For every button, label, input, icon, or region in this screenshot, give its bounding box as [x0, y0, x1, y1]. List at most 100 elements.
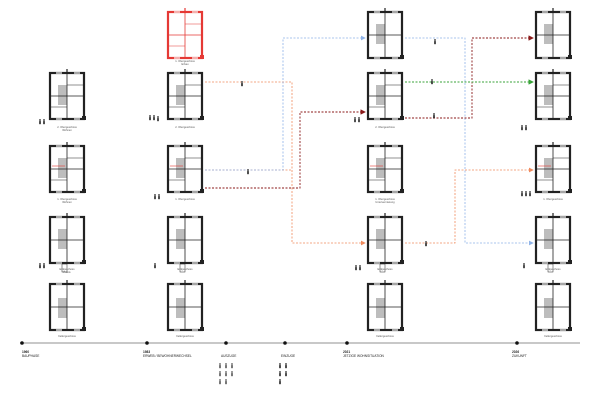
chimney [66, 69, 68, 73]
chimney [66, 280, 68, 284]
stair-core [176, 229, 185, 249]
timeline-label-1: ERWEB / BEWOHNERWECHSEL [143, 354, 192, 358]
chimney [184, 8, 186, 12]
person-icon [285, 363, 287, 369]
people-icons-group [39, 35, 531, 271]
person-icon [359, 265, 361, 271]
plan-r1c3 [366, 8, 404, 60]
person-icon [241, 81, 243, 87]
plan-r3c2 [166, 142, 204, 194]
person-icon [153, 115, 155, 121]
caption-r5c2: Kellergeschoss [176, 334, 194, 338]
chimney [552, 280, 554, 284]
caption-r2c3: 2. Obergeschoss [375, 125, 395, 129]
person-icon [154, 263, 156, 269]
corner-block [200, 116, 204, 120]
plan-r2c2 [166, 69, 204, 121]
entrance-steps [179, 263, 186, 273]
corner-block [568, 189, 572, 193]
floor-plans-group [48, 8, 572, 332]
person-icon [154, 194, 156, 200]
stair-core [376, 24, 385, 44]
person-icon [285, 371, 287, 377]
stair-core [58, 298, 67, 318]
chimney [552, 69, 554, 73]
timeline-tick-3: EINZUGE [281, 341, 295, 358]
person-icon [529, 191, 531, 197]
plan-r2c1 [48, 69, 86, 121]
plan-r1c4 [534, 8, 572, 60]
chimney [66, 213, 68, 217]
plan-r5c4 [534, 280, 572, 332]
timeline-tick-5: 2026 ZUKUNFT [512, 341, 527, 358]
entrance-steps [61, 263, 68, 273]
timeline-tick-1: 1983 ERWEB / BEWOHNERWECHSEL [143, 341, 192, 358]
person-icon [521, 125, 523, 131]
person-icon [523, 263, 525, 269]
timeline-dot [345, 341, 349, 345]
corner-block [200, 55, 204, 59]
flow-arrows [205, 35, 534, 246]
caption-r4c1b: Praxis [63, 270, 71, 274]
stair-core [544, 229, 553, 249]
stair-core [58, 229, 67, 249]
plan-r4c3 [366, 213, 404, 273]
corner-block [400, 116, 404, 120]
chimney [552, 8, 554, 12]
plan-r5c3 [366, 280, 404, 332]
blue-flow-arrow [205, 35, 366, 171]
corner-block [568, 260, 572, 264]
plan-r3c3 [366, 142, 404, 194]
person-icon [219, 363, 221, 369]
timeline-dot [224, 341, 228, 345]
stair-core [376, 85, 385, 105]
stair-core [176, 158, 185, 178]
person-icon [525, 191, 527, 197]
chimney [384, 69, 386, 73]
dark-red-flow-arrow-2 [405, 35, 534, 119]
stair-core [176, 298, 185, 318]
person-icon [434, 39, 436, 45]
caption-r5c3: Kellergeschoss [376, 334, 394, 338]
timeline-label-2: AUSZUGE [221, 354, 236, 358]
timeline: 1960 BAUPHASE 1983 ERWEB / BEWOHNERWECHS… [20, 341, 580, 385]
corner-block [568, 55, 572, 59]
corner-block [568, 327, 572, 331]
person-icon [521, 191, 523, 197]
person-icon [279, 363, 281, 369]
timeline-year-4: 2021 [343, 350, 350, 354]
person-icon [355, 265, 357, 271]
corner-block [82, 260, 86, 264]
caption-r2c2: 2. Obergeschoss [175, 125, 195, 129]
person-icon [149, 115, 151, 121]
stair-core [376, 298, 385, 318]
person-icon [225, 363, 227, 369]
timeline-people-einzuge [279, 363, 287, 385]
caption-r3c4: 1. Obergeschoss [543, 197, 563, 201]
stair-core [58, 85, 67, 105]
timeline-label-5: ZUKUNFT [512, 354, 527, 358]
person-icon [219, 379, 221, 385]
caption-r4c1: Erdgeschoss [60, 267, 76, 271]
corner-block [200, 327, 204, 331]
stair-core [544, 298, 553, 318]
chimney [66, 142, 68, 146]
stair-core [376, 229, 385, 249]
chimney [552, 142, 554, 146]
plan-r5c2 [166, 280, 204, 332]
person-icon [43, 263, 45, 269]
stair-core [544, 24, 553, 44]
orange-flow-arrow-3 [405, 167, 534, 244]
stair-core [544, 158, 553, 178]
plan-r4c1 [48, 213, 86, 273]
person-icon [247, 169, 249, 175]
timeline-tick-4: 2021 JETZIGE WOHNSITUATION [343, 341, 385, 358]
chimney [384, 280, 386, 284]
corner-block [200, 260, 204, 264]
caption-r3c2: 1. Obergeschoss [175, 197, 195, 201]
corner-block [400, 55, 404, 59]
timeline-dot [145, 341, 149, 345]
chimney [184, 213, 186, 217]
caption-r1c2: 1. Obergeschoss [175, 59, 195, 63]
dark-red-flow-arrow [205, 109, 366, 189]
